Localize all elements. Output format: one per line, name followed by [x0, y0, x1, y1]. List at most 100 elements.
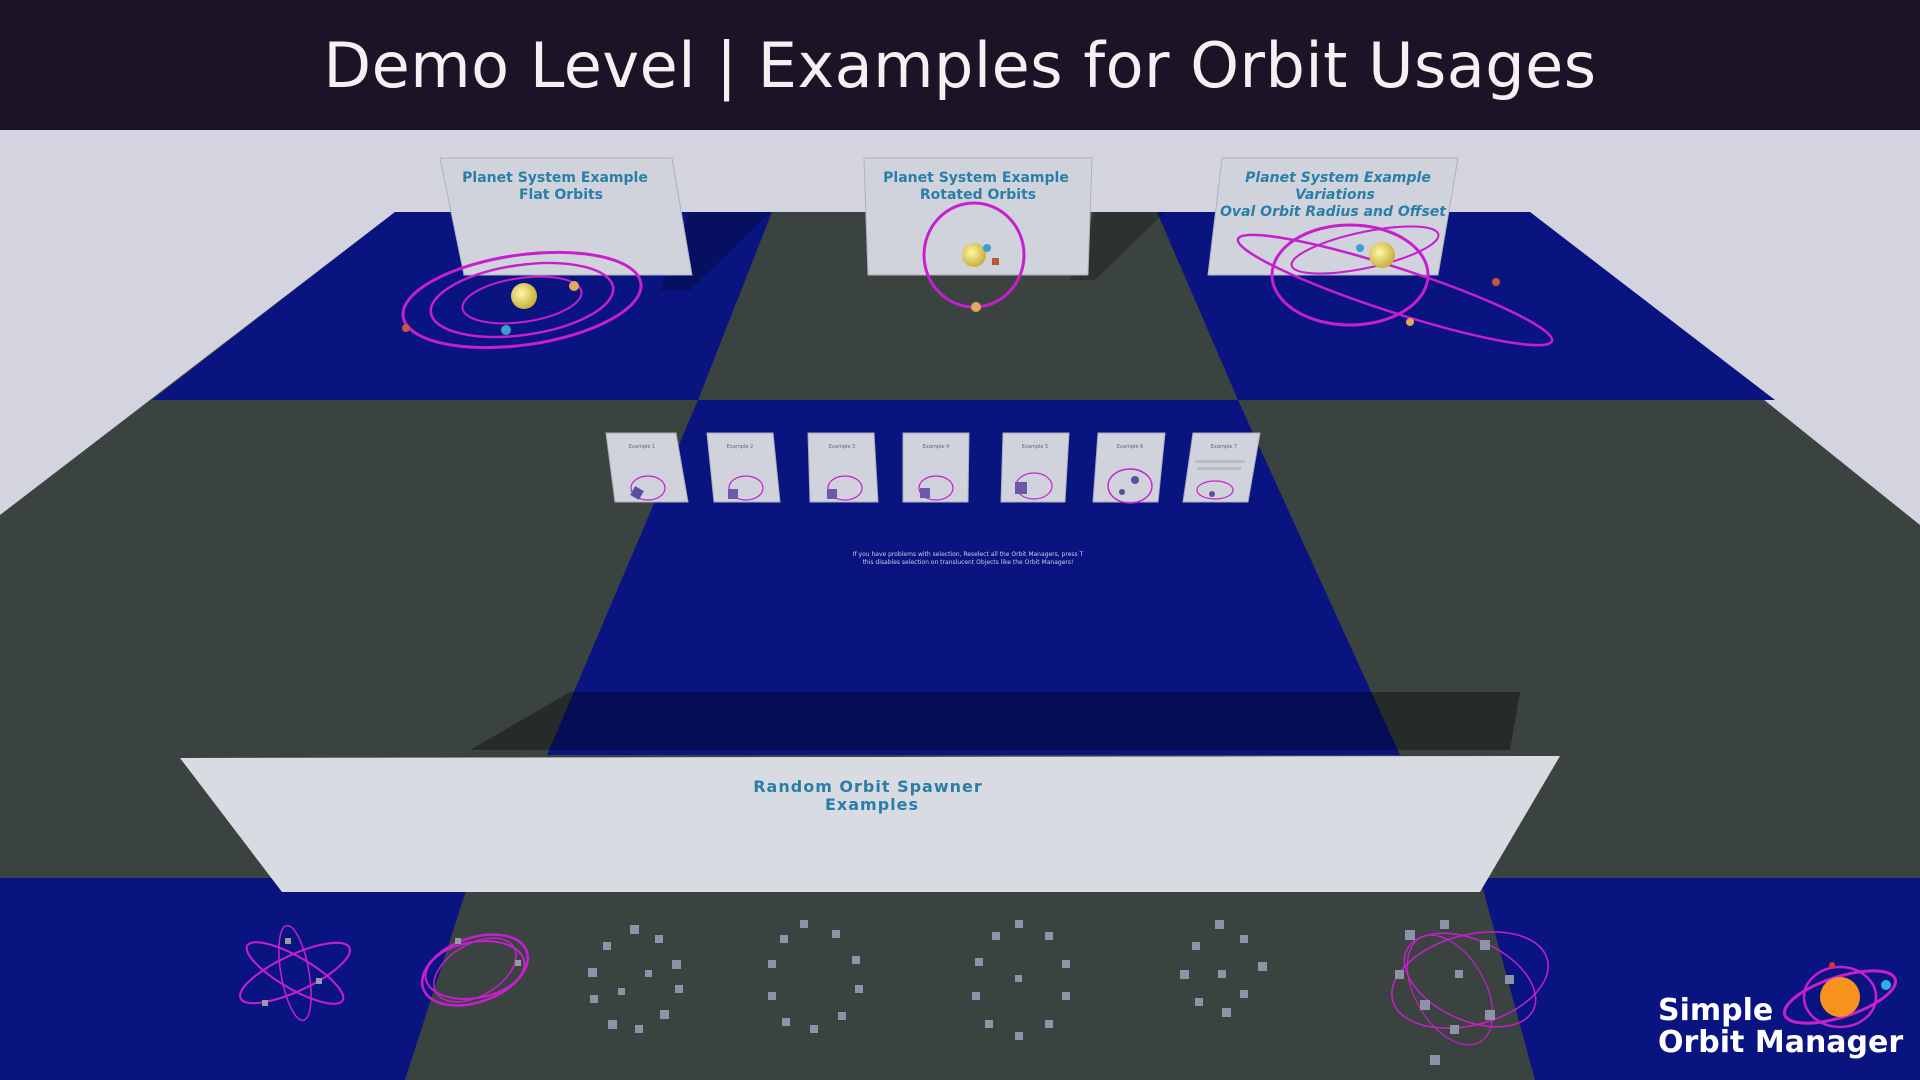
sign-text-lines — [1195, 460, 1245, 463]
small-sign-panel — [1092, 432, 1166, 503]
orbit-ring — [245, 941, 345, 1005]
level-scene[interactable]: Planet System Example Flat Orbits Planet… — [0, 130, 1920, 1080]
sign-variations-line2: Variations — [1295, 187, 1375, 203]
spawner-examples[interactable] — [233, 914, 1559, 1065]
orbit-object — [1015, 1032, 1023, 1040]
small-examples-row[interactable]: Example 1 Example 2 Example 3 Example 4 — [605, 432, 1261, 504]
orbit-object — [635, 1025, 643, 1033]
orbit-object — [852, 956, 860, 964]
orbit-object — [1240, 935, 1248, 943]
orbit-object — [782, 1018, 790, 1026]
planet — [1356, 244, 1364, 252]
planet — [983, 244, 991, 252]
orbit-object — [1222, 1008, 1231, 1017]
sign-flat[interactable] — [439, 157, 693, 276]
small-sign-label: Example 6 — [1117, 444, 1143, 450]
orbit-object — [262, 1000, 268, 1006]
small-sign-6[interactable]: Example 6 — [1092, 432, 1166, 504]
small-sign-3[interactable]: Example 3 — [807, 432, 879, 503]
orbit-object — [1045, 1020, 1053, 1028]
orbit-object — [660, 1010, 669, 1019]
orbit-object — [1180, 970, 1189, 979]
orbit-object — [1430, 1055, 1440, 1065]
planet-system-variations[interactable]: Planet System Example Variations Oval Or… — [1207, 157, 1559, 362]
orbit-object — [992, 932, 1000, 940]
orbit-object — [832, 930, 840, 938]
sign-rotated[interactable] — [863, 157, 1093, 276]
orbit-object — [455, 938, 461, 944]
orbit-ring — [1290, 225, 1440, 275]
small-sign-2[interactable]: Example 2 — [706, 432, 781, 503]
orbit-object — [1215, 920, 1224, 929]
small-sign-label: Example 5 — [1022, 444, 1048, 450]
orbit-object — [985, 1020, 993, 1028]
orbit-object — [672, 960, 681, 969]
planet — [569, 281, 579, 291]
orbit-object — [1258, 962, 1267, 971]
small-sign-5[interactable]: Example 5 — [1000, 432, 1070, 503]
random-spawner-wall[interactable]: Random Orbit Spawner Examples — [180, 756, 1560, 892]
sign-flat-line1: Planet System Example — [462, 170, 648, 186]
orbit-ring — [239, 941, 351, 1005]
sign-rotated-line1: Planet System Example — [883, 170, 1069, 186]
orbit-ring — [918, 475, 954, 501]
orbit-object — [630, 925, 639, 934]
orbit-ring — [401, 250, 643, 350]
spawner-example-7[interactable] — [1381, 914, 1559, 1065]
orbit-object — [1450, 1025, 1459, 1034]
orbit-object — [1485, 1010, 1495, 1020]
orbit-ring — [1391, 931, 1549, 1029]
orbit-object — [1240, 990, 1248, 998]
spawner-example-2[interactable] — [412, 921, 537, 1019]
orbit-object — [800, 920, 808, 928]
orbit-object — [1395, 970, 1404, 979]
sign-variations[interactable] — [1207, 157, 1459, 276]
spawner-example-3[interactable] — [588, 925, 683, 1033]
orbit-object — [975, 958, 983, 966]
small-sign-panel — [807, 432, 879, 503]
orbit-ring — [630, 475, 666, 501]
wall-line2: Examples — [825, 795, 919, 814]
planet — [402, 324, 410, 332]
title-banner: Demo Level | Examples for Orbit Usages — [0, 0, 1920, 130]
planet — [1492, 278, 1500, 286]
small-sign-1[interactable]: Example 1 — [605, 432, 689, 503]
orbit-ring — [420, 933, 530, 1007]
orbit-ring — [1107, 468, 1153, 504]
orbit-ring — [728, 475, 764, 501]
orbit-ring — [461, 275, 583, 325]
wall-panel[interactable] — [180, 756, 1560, 892]
orbit-ring — [429, 261, 615, 339]
wall-line1: Random Orbit Spawner — [753, 777, 983, 796]
orbit-object — [1131, 476, 1139, 484]
orbit-object — [675, 985, 683, 993]
orbit-object — [838, 1012, 846, 1020]
orbit-object — [1455, 970, 1463, 978]
orbit-object — [1015, 975, 1022, 982]
sign-flat-line2: Flat Orbits — [519, 187, 603, 203]
orbit-ring — [827, 475, 863, 501]
small-sign-panel — [706, 432, 781, 503]
planet-system-flat[interactable]: Planet System Example Flat Orbits — [397, 157, 693, 361]
spawner-example-6[interactable] — [1180, 920, 1267, 1017]
logo-line1: Simple — [1658, 993, 1774, 1028]
small-sign-4[interactable]: Example 4 — [902, 432, 970, 503]
planet-system-rotated[interactable]: Planet System Example Rotated Orbits — [863, 157, 1093, 312]
orbit-object — [316, 978, 322, 984]
small-sign-7[interactable]: Example 7 — [1182, 432, 1261, 503]
orbit-object — [603, 942, 611, 950]
back-sign-shadow-right — [1070, 212, 1165, 280]
orbit-object — [768, 960, 776, 968]
simple-orbit-manager-logo: Simple Orbit Manager — [1650, 955, 1910, 1065]
planet — [1406, 318, 1414, 326]
orbit-object — [972, 992, 980, 1000]
spawner-example-5[interactable] — [972, 920, 1070, 1040]
small-sign-label: Example 1 — [629, 444, 655, 450]
spawner-example-4[interactable] — [768, 920, 863, 1033]
spawner-example-1[interactable] — [233, 923, 357, 1022]
orbit-ring — [433, 937, 517, 1003]
orbit-object — [780, 935, 788, 943]
orbit-object — [1062, 960, 1070, 968]
logo-line2: Orbit Manager — [1658, 1025, 1904, 1060]
